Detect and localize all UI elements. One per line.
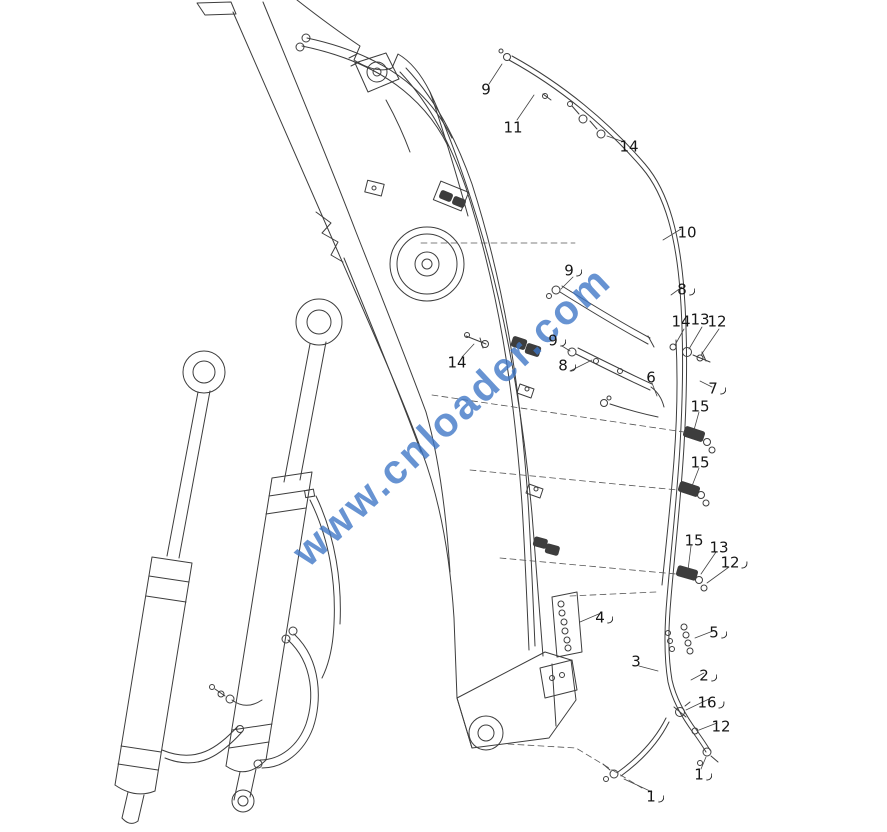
boom-piping	[295, 33, 560, 651]
part-number-text: 9	[481, 80, 491, 99]
boom-foot	[456, 651, 577, 751]
part-number-label: 15	[690, 397, 710, 416]
foot-bracket	[539, 659, 578, 699]
leader-hook-icon	[559, 339, 566, 347]
part-number-label: 8	[677, 280, 695, 299]
part-number-text: 12	[711, 717, 731, 736]
leader-hook-icon	[741, 561, 748, 569]
leader-hook-icon	[710, 674, 717, 682]
part-number-label: 9	[564, 261, 582, 280]
part-number-label: 15	[684, 531, 704, 550]
part-number-text: 12	[720, 553, 740, 572]
leader-hook-icon	[606, 616, 613, 624]
part-number-text: 12	[707, 312, 727, 331]
part-number-text: 10	[677, 223, 697, 242]
lifting-lug	[348, 52, 400, 93]
part-number-text: 7	[708, 379, 718, 398]
part-number-text: 15	[684, 531, 704, 550]
part-number-label: 14	[671, 312, 691, 331]
part-number-text: 15	[690, 397, 710, 416]
inspection-plate	[364, 179, 385, 197]
leader-hook-icon	[657, 795, 664, 803]
leader-hook-icon	[719, 387, 726, 395]
part-number-label: 12	[711, 717, 731, 736]
part-number-text: 14	[447, 353, 467, 372]
external-piping	[498, 48, 719, 782]
part-number-label: 14	[619, 137, 639, 156]
boom-cylinder-left	[114, 350, 226, 824]
part-number-label: 7	[708, 379, 726, 398]
bolt-strip	[551, 591, 583, 658]
part-number-text: 14	[671, 312, 691, 331]
part-number-label: 12	[707, 312, 727, 331]
boom-pivot-boss	[389, 226, 465, 302]
part-number-label: 3	[631, 652, 641, 671]
leader-lines	[461, 63, 730, 793]
part-number-text: 1	[646, 787, 656, 806]
pipe-clamp-on-boom	[510, 336, 528, 350]
part-number-label: 9	[548, 331, 566, 350]
part-number-label: 12	[720, 553, 748, 572]
part-number-text: 4	[595, 608, 605, 627]
part-number-label: 15	[690, 453, 710, 472]
part-number-text: 14	[619, 137, 639, 156]
pipe-clamp-2	[677, 481, 710, 507]
part-number-text: 13	[709, 538, 729, 557]
part-number-text: 3	[631, 652, 641, 671]
part-number-label: 13	[690, 310, 710, 329]
boom-cylinder-right	[225, 298, 343, 813]
leader-hook-icon	[569, 364, 576, 372]
part-number-label: 4	[595, 608, 613, 627]
leader-hook-icon	[575, 269, 582, 277]
leader-hook-icon	[720, 631, 727, 639]
part-number-label: 6	[646, 368, 656, 387]
leader-hook-icon	[688, 288, 695, 296]
part-number-label: 1	[646, 787, 664, 806]
part-number-text: 15	[690, 453, 710, 472]
part-number-label: 1	[694, 765, 712, 784]
part-number-text: 8	[677, 280, 687, 299]
part-number-label: 8	[558, 356, 576, 375]
part-number-label: 5	[709, 623, 727, 642]
hydraulic-cylinders	[114, 298, 343, 824]
part-number-text: 9	[564, 261, 574, 280]
part-number-label: 10	[677, 223, 697, 242]
cylinder-hoses	[161, 495, 341, 769]
part-number-label: 13	[709, 538, 729, 557]
part-number-text: 11	[503, 118, 523, 137]
part-number-text: 13	[690, 310, 710, 329]
part-number-text: 8	[558, 356, 568, 375]
pipe-clamp-3	[675, 565, 708, 592]
phantom-lines	[420, 242, 685, 789]
leader-hook-icon	[705, 773, 712, 781]
part-number-text: 2	[699, 666, 709, 685]
pipe-clamp-1	[682, 426, 716, 454]
part-number-text: 5	[709, 623, 719, 642]
part-number-text: 6	[646, 368, 656, 387]
part-number-label: 9	[481, 80, 491, 99]
part-number-text: 9	[548, 331, 558, 350]
part-number-label: 2	[699, 666, 717, 685]
part-number-text: 16	[697, 693, 717, 712]
boom-structure	[196, 0, 583, 751]
part-number-label: 14	[447, 353, 467, 372]
leader-hook-icon	[718, 701, 725, 709]
part-number-label: 16	[697, 693, 725, 712]
part-number-label: 11	[503, 118, 523, 137]
part-number-text: 1	[694, 765, 704, 784]
